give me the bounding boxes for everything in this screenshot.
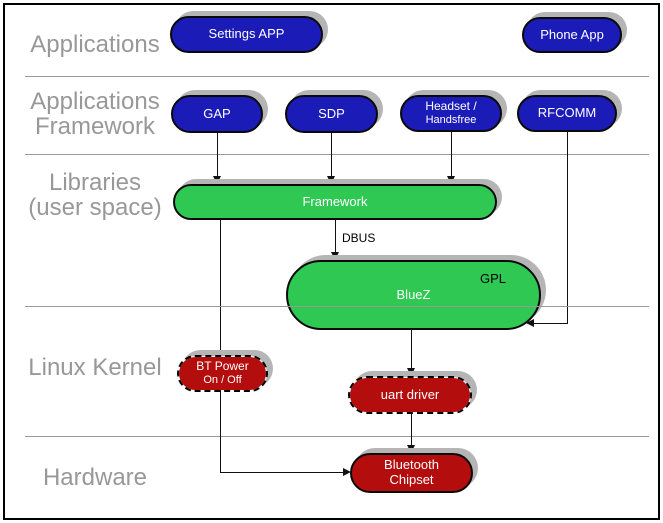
arrowhead-framework-to-bluez	[331, 252, 339, 260]
node-label: uart driver	[380, 386, 440, 402]
node-sdp: SDP	[285, 95, 378, 133]
layer-label-line: Framework	[34, 113, 155, 140]
edge-rfcomm-vertical	[567, 132, 568, 323]
separator-kernel-hardware	[25, 436, 649, 437]
node-label-line: Chipset	[389, 472, 434, 487]
node-gap: GAP	[171, 95, 263, 133]
node-label-line: Bluetooth	[384, 457, 439, 473]
edge-headset-to-framework	[451, 132, 452, 177]
layer-label-applications-framework: Applications Framework	[0, 89, 190, 139]
layer-label-hardware: Hardware	[0, 465, 190, 490]
arrowhead-sdp-to-framework	[327, 176, 335, 184]
edge-framework-to-bluez-dbus	[335, 220, 336, 253]
layer-label-line: Applications	[30, 88, 160, 115]
arrowhead-rfcomm-to-bluez	[526, 319, 534, 327]
edge-bluez-to-uart	[411, 330, 412, 369]
edge-uart-to-chipset	[411, 414, 412, 446]
arrowhead-gap-to-framework	[213, 176, 221, 184]
node-label: BlueZ	[396, 286, 431, 302]
node-headset-handsfree: Headset / Handsfree	[400, 95, 502, 132]
edge-sdp-to-framework	[331, 133, 332, 177]
node-uart-driver: uart driver	[348, 376, 472, 414]
layer-label-line: Libraries	[48, 169, 142, 196]
edge-framework-to-chipset-vertical	[220, 220, 221, 472]
separator-framework-libraries	[25, 154, 649, 155]
node-label: RFCOMM	[537, 105, 597, 121]
arrowhead-uart-to-chipset	[407, 445, 415, 453]
node-label: Phone App	[540, 26, 604, 42]
node-label-line: Headset /	[425, 99, 477, 114]
arrowhead-bluez-to-uart	[407, 368, 415, 376]
arrowhead-headset-to-framework	[447, 176, 455, 184]
node-bluetooth-chipset: Bluetooth Chipset	[350, 453, 473, 493]
node-bt-power-on-off: BT Power On / Off	[177, 355, 268, 392]
separator-libraries-kernel	[25, 306, 649, 307]
layer-label-line: Hardware	[42, 464, 148, 491]
node-label-line: On / Off	[203, 374, 242, 387]
node-label: SDP	[318, 105, 345, 121]
separator-applications-framework	[25, 76, 649, 77]
node-label-line: BT Power	[196, 359, 249, 374]
node-label: Framework	[302, 193, 368, 209]
layer-label-applications: Applications	[0, 32, 190, 57]
edge-rfcomm-horizontal	[534, 323, 568, 324]
node-framework: Framework	[173, 184, 497, 220]
node-settings-app: Settings APP	[170, 16, 323, 53]
gpl-tag: GPL	[479, 271, 506, 286]
layer-label-line: (user space)	[28, 194, 162, 221]
node-bluez: GPL BlueZ	[286, 260, 541, 330]
layer-label-libraries-user-space: Libraries (user space)	[0, 170, 190, 220]
arrowhead-framework-to-chipset	[343, 468, 351, 476]
node-label: Settings APP	[208, 26, 285, 42]
edge-label-dbus: DBUS	[342, 231, 376, 245]
edge-gap-to-framework	[217, 133, 218, 177]
layer-label-line: Linux Kernel	[28, 354, 162, 381]
node-label: GAP	[203, 105, 231, 121]
node-label-line: Handsfree	[425, 114, 477, 127]
layer-label-line: Applications	[30, 31, 160, 58]
layer-label-linux-kernel: Linux Kernel	[0, 355, 190, 380]
node-phone-app: Phone App	[522, 17, 622, 53]
edge-framework-to-chipset-horizontal	[220, 472, 343, 473]
node-rfcomm: RFCOMM	[517, 95, 617, 132]
